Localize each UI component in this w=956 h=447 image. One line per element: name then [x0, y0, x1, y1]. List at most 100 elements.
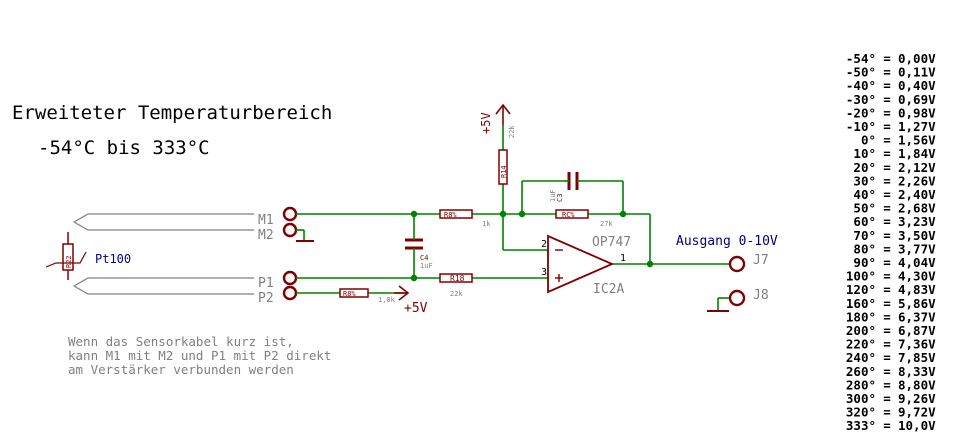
capacitor-leads: [413, 180, 582, 252]
table-row: -10° = 1,27V: [846, 119, 936, 134]
table-temp: 120°: [846, 282, 876, 297]
table-temp: 40°: [853, 187, 876, 202]
voltage-table: -54°=0,00V-50°=0,11V-40°=0,40V-30°=0,69V…: [846, 51, 936, 433]
r-m1-name: R8%: [444, 211, 457, 219]
table-volt: 0,11V: [898, 65, 936, 80]
table-equals: =: [883, 418, 891, 433]
table-equals: =: [883, 51, 891, 66]
opamp-name: IC2A: [593, 282, 624, 297]
table-equals: =: [883, 173, 891, 188]
table-equals: =: [883, 160, 891, 175]
table-temp: 160°: [846, 296, 876, 311]
table-equals: =: [883, 323, 891, 338]
table-temp: 80°: [853, 241, 876, 256]
table-temp: -54°: [846, 51, 876, 66]
m1-label: M1: [258, 213, 274, 228]
title: Erweiteter Temperaturbereich: [12, 102, 332, 124]
table-equals: =: [883, 364, 891, 379]
table-volt: 2,40V: [898, 187, 936, 202]
table-equals: =: [883, 78, 891, 93]
table-volt: 4,30V: [898, 269, 936, 284]
table-equals: =: [883, 133, 891, 148]
table-volt: 3,77V: [898, 241, 936, 256]
table-volt: 10,0V: [898, 418, 936, 433]
r-top-name: R14: [500, 165, 508, 178]
table-row: 50°=2,68V: [853, 201, 936, 216]
table-row: 10°=1,84V: [853, 146, 936, 161]
table-equals: =: [883, 228, 891, 243]
table-row: 300°=9,26V: [846, 391, 936, 406]
table-temp: 300°: [846, 391, 876, 406]
terminals: [282, 206, 298, 301]
sensor-cable: [72, 213, 254, 295]
table-temp: 20°: [853, 160, 876, 175]
c-fb-value: 1uF: [549, 189, 557, 202]
table-temp: 90°: [853, 255, 876, 270]
resistor-p1: [439, 273, 473, 283]
table-row: 100°=4,30V: [846, 269, 936, 284]
table-volt: 2,26V: [898, 173, 936, 188]
r-p2-name: R8%: [343, 290, 356, 298]
pt100-body-label: R22: [65, 255, 73, 268]
r-p2-value: 1,0k: [378, 296, 396, 304]
table-equals: =: [883, 391, 891, 406]
table-equals: =: [883, 405, 891, 420]
table-temp: 10°: [853, 146, 876, 161]
terminal-m2: [282, 222, 298, 238]
table-equals: =: [883, 201, 891, 216]
table-volt: 1,27V: [898, 119, 936, 134]
table-equals: =: [883, 269, 891, 284]
table-row: 40°=2,40V: [853, 187, 936, 202]
table-row: 280°=8,80V: [846, 377, 936, 392]
table-row: 320°=9,72V: [846, 405, 936, 420]
m2-label: M2: [258, 228, 274, 243]
table-volt: 1,84V: [898, 146, 936, 161]
table-temp: -10°: [846, 119, 876, 134]
table-row: 0°=1,56V: [861, 133, 936, 148]
resistors: [339, 149, 589, 298]
r-p1-name: R18: [450, 274, 465, 283]
table-equals: =: [883, 350, 891, 365]
note-line-2: kann M1 mit M2 und P1 mit P2 direkt: [68, 348, 331, 363]
r-fb-name: RC%: [562, 211, 575, 219]
note-line-1: Wenn das Sensorkabel kurz ist,: [68, 334, 294, 349]
table-temp: -30°: [846, 92, 876, 107]
table-temp: 50°: [853, 201, 876, 216]
table-row: 70°=3,50V: [853, 228, 936, 243]
terminal-j8: [728, 289, 746, 307]
table-temp: 280°: [846, 377, 876, 392]
resistor-feedback: [555, 209, 589, 219]
table-row: -20°=0,98V: [846, 105, 936, 120]
table-volt: 1,56V: [898, 133, 936, 148]
pt100-label: Pt100: [95, 252, 131, 266]
table-row: 240°=7,85V: [846, 350, 936, 365]
table-equals: =: [883, 119, 891, 134]
j7-label: J7: [753, 253, 769, 268]
table-volt: 8,80V: [898, 377, 936, 392]
table-equals: =: [883, 65, 891, 80]
table-volt: 3,23V: [898, 214, 936, 229]
supply-top-label: +5V: [479, 112, 493, 134]
r-m1-value: 1k: [482, 220, 491, 228]
table-row: 60°=3,23V: [853, 214, 936, 229]
j8-label: J8: [753, 288, 769, 303]
table-volt: 7,36V: [898, 337, 936, 352]
table-equals: =: [883, 282, 891, 297]
table-row: -30°=0,69V: [846, 92, 936, 107]
table-volt: 3,50V: [898, 228, 936, 243]
opamp: [547, 234, 615, 294]
table-equals: =: [883, 255, 891, 270]
pt100-sensor: [45, 232, 87, 280]
table-equals: =: [883, 214, 891, 229]
table-temp: 200°: [846, 323, 876, 338]
table-volt: 6,37V: [898, 309, 936, 324]
table-row: 220°=7,36V: [846, 337, 936, 352]
table-temp: 260°: [846, 364, 876, 379]
table-row: 120° = 4,83V: [846, 282, 936, 297]
table-volt: 4,83V: [898, 282, 936, 297]
pin-noninv: 3: [541, 267, 547, 278]
table-equals: =: [883, 92, 891, 107]
terminal-j7: [728, 255, 746, 273]
table-temp: 180°: [846, 309, 876, 324]
